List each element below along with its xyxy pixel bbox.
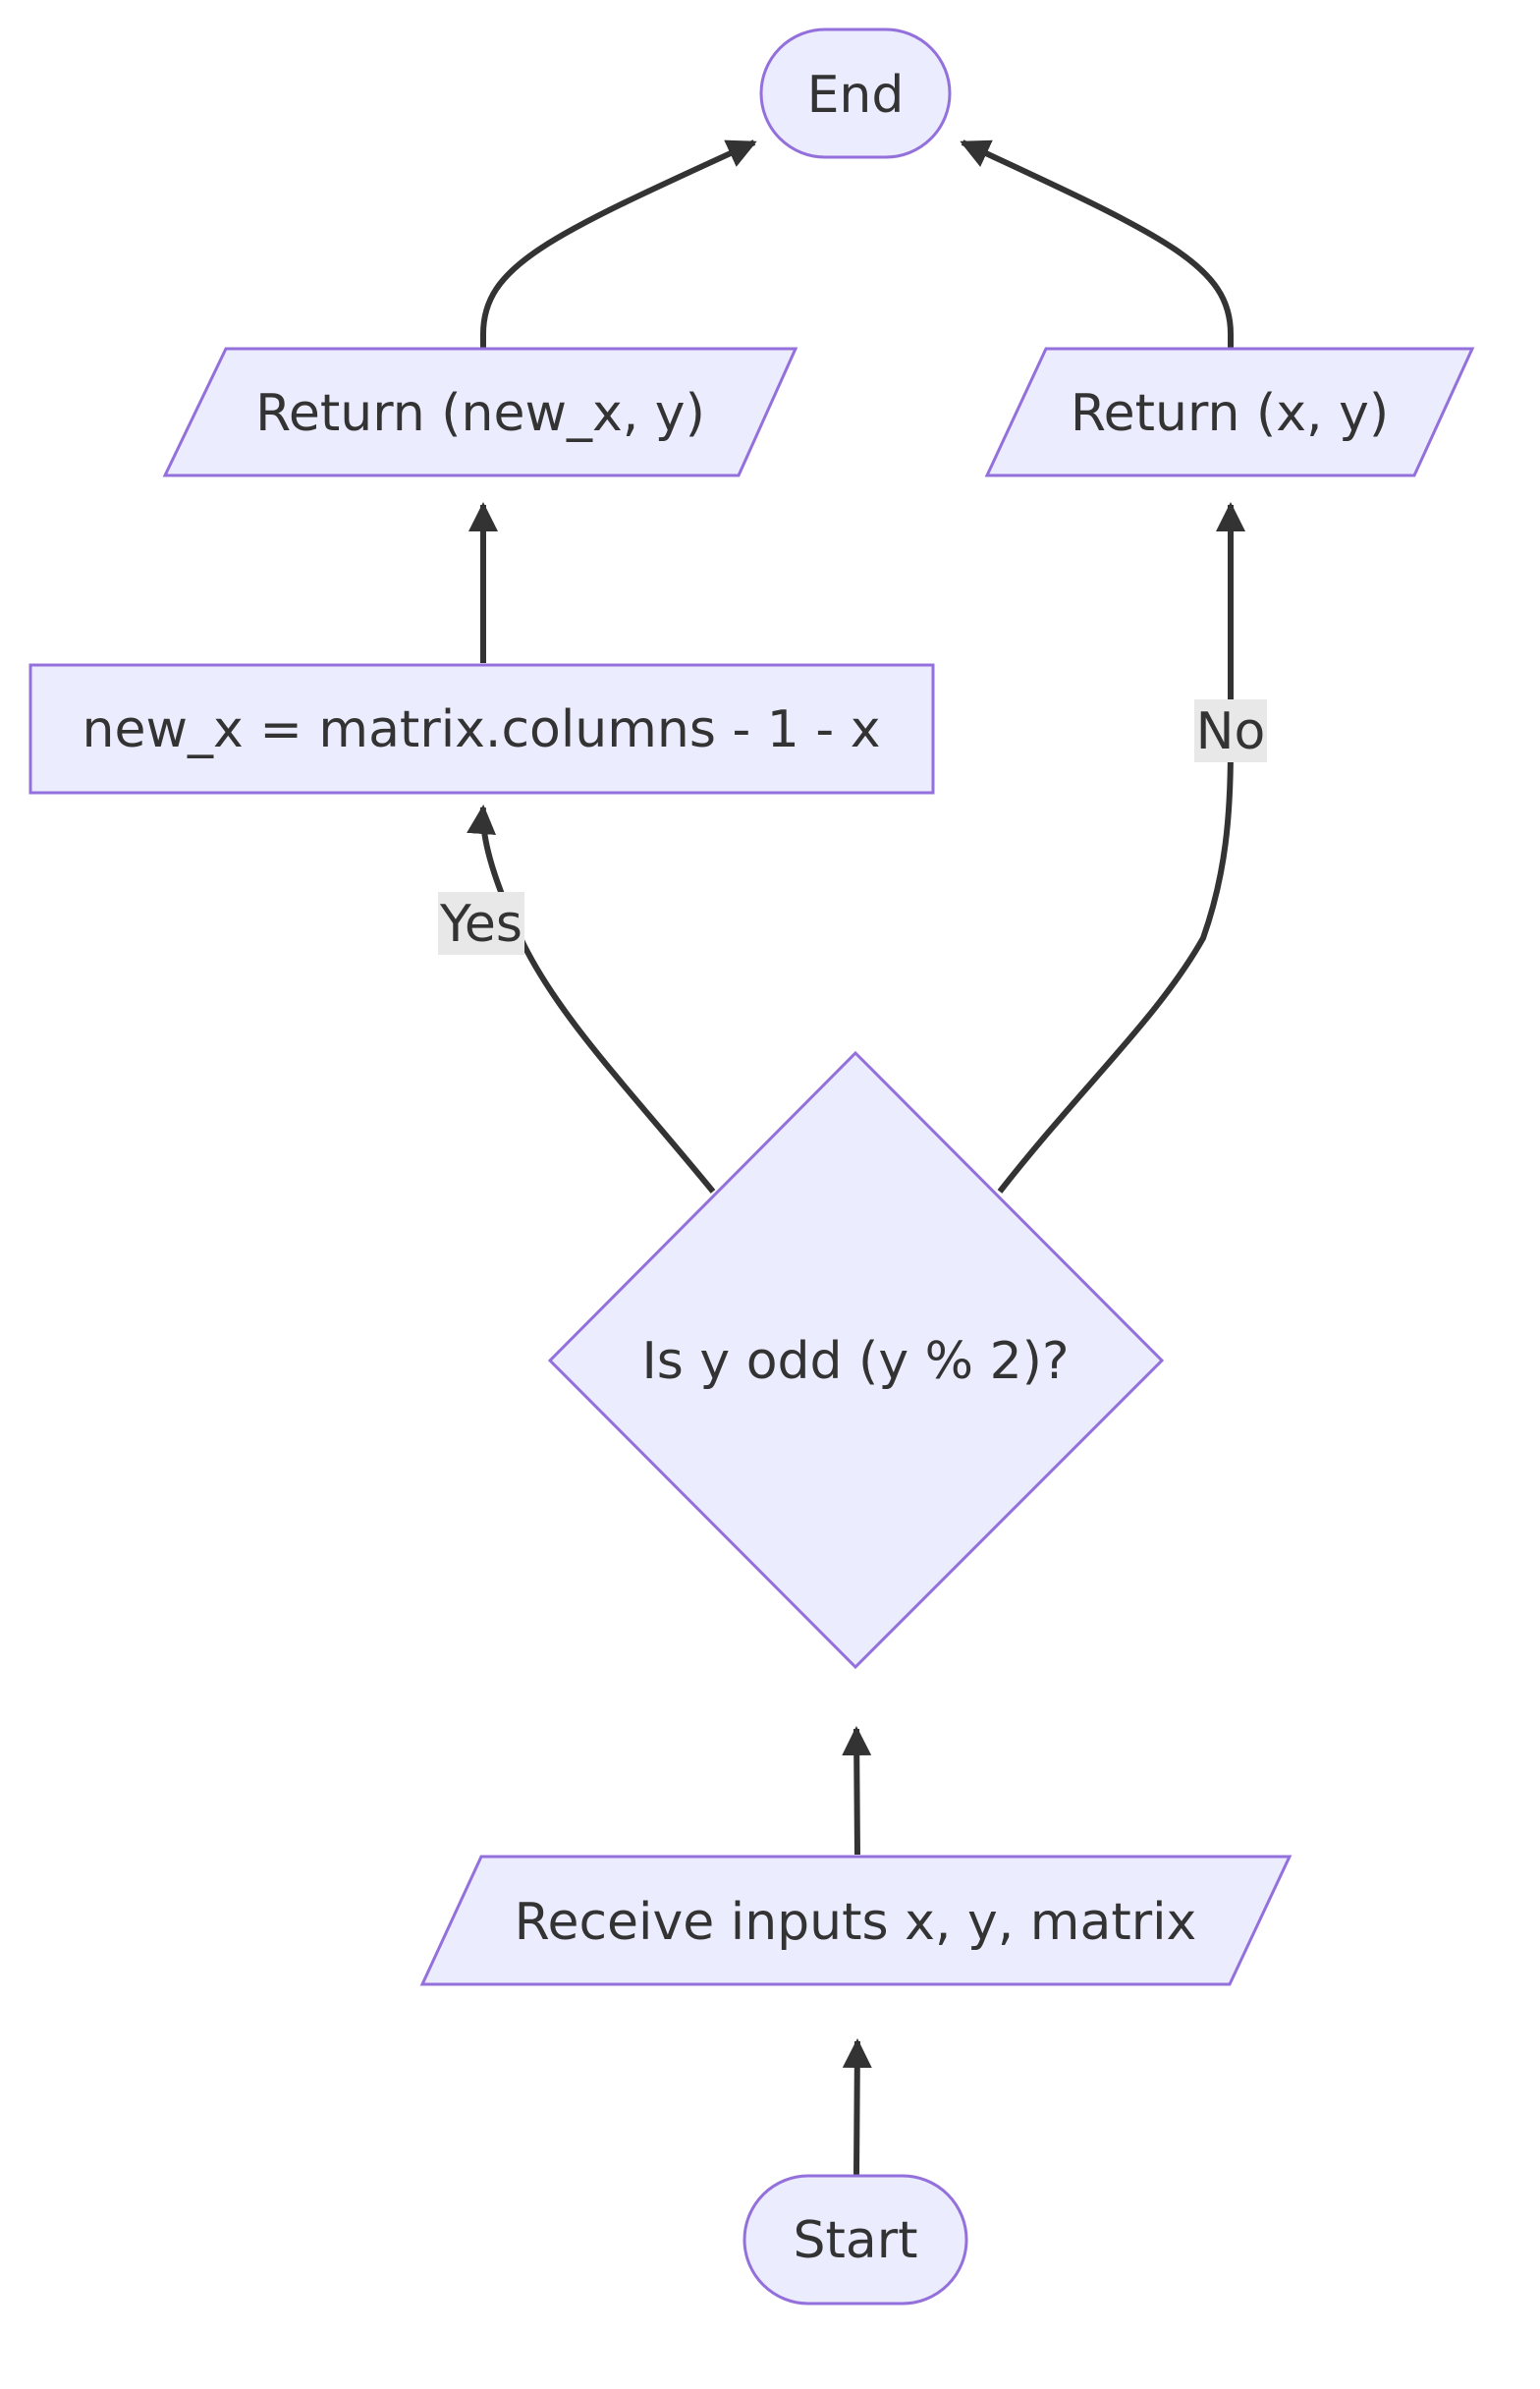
node-compute: new_x = matrix.columns - 1 - x (28, 663, 935, 795)
svg-text:new_x = matrix.columns - 1 - x: new_x = matrix.columns - 1 - x (82, 700, 881, 759)
svg-text:End: End (807, 66, 905, 125)
node-decision: Is y odd (y % 2)? (547, 1050, 1165, 1670)
node-end: End (759, 28, 952, 159)
node-start: Start (742, 2174, 968, 2306)
edge-decision-to-compute-yes (467, 805, 716, 1194)
svg-text:Return (new_x, y): Return (new_x, y) (255, 384, 705, 443)
edge-start-to-receive (842, 2038, 872, 2177)
node-return-new: Return (new_x, y) (162, 347, 798, 477)
node-receive: Receive inputs x, y, matrix (419, 1855, 1292, 1986)
svg-text:Start: Start (793, 2211, 917, 2270)
svg-text:Is y odd (y % 2)?: Is y odd (y % 2)? (641, 1332, 1069, 1391)
svg-text:Yes: Yes (439, 895, 522, 954)
node-return-xy: Return (x, y) (984, 347, 1475, 477)
edge-return-new-to-end (480, 139, 757, 349)
edge-receive-to-decision (842, 1726, 872, 1856)
edge-decision-to-return-xy-no (997, 502, 1245, 1194)
svg-text:Return (x, y): Return (x, y) (1071, 384, 1389, 443)
svg-text:Receive inputs x, y, matrix: Receive inputs x, y, matrix (515, 1893, 1197, 1952)
edge-label-yes: Yes (438, 892, 524, 955)
edge-label-no: No (1194, 699, 1267, 762)
edge-return-xy-to-end (960, 139, 1234, 349)
svg-text:No: No (1196, 702, 1266, 761)
